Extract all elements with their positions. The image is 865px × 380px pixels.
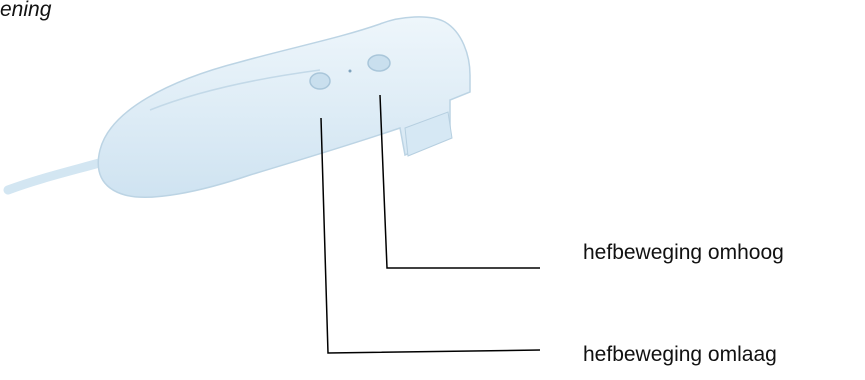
hand-control-body: [98, 17, 470, 197]
indicator-dot: [349, 70, 352, 73]
label-lift-down: hefbeweging omlaag: [583, 343, 777, 367]
label-lift-up: hefbeweging omhoog: [583, 241, 784, 265]
cable: [8, 160, 110, 190]
button-up[interactable]: [368, 55, 390, 71]
button-down[interactable]: [310, 73, 330, 89]
leader-line-down: [321, 118, 540, 353]
